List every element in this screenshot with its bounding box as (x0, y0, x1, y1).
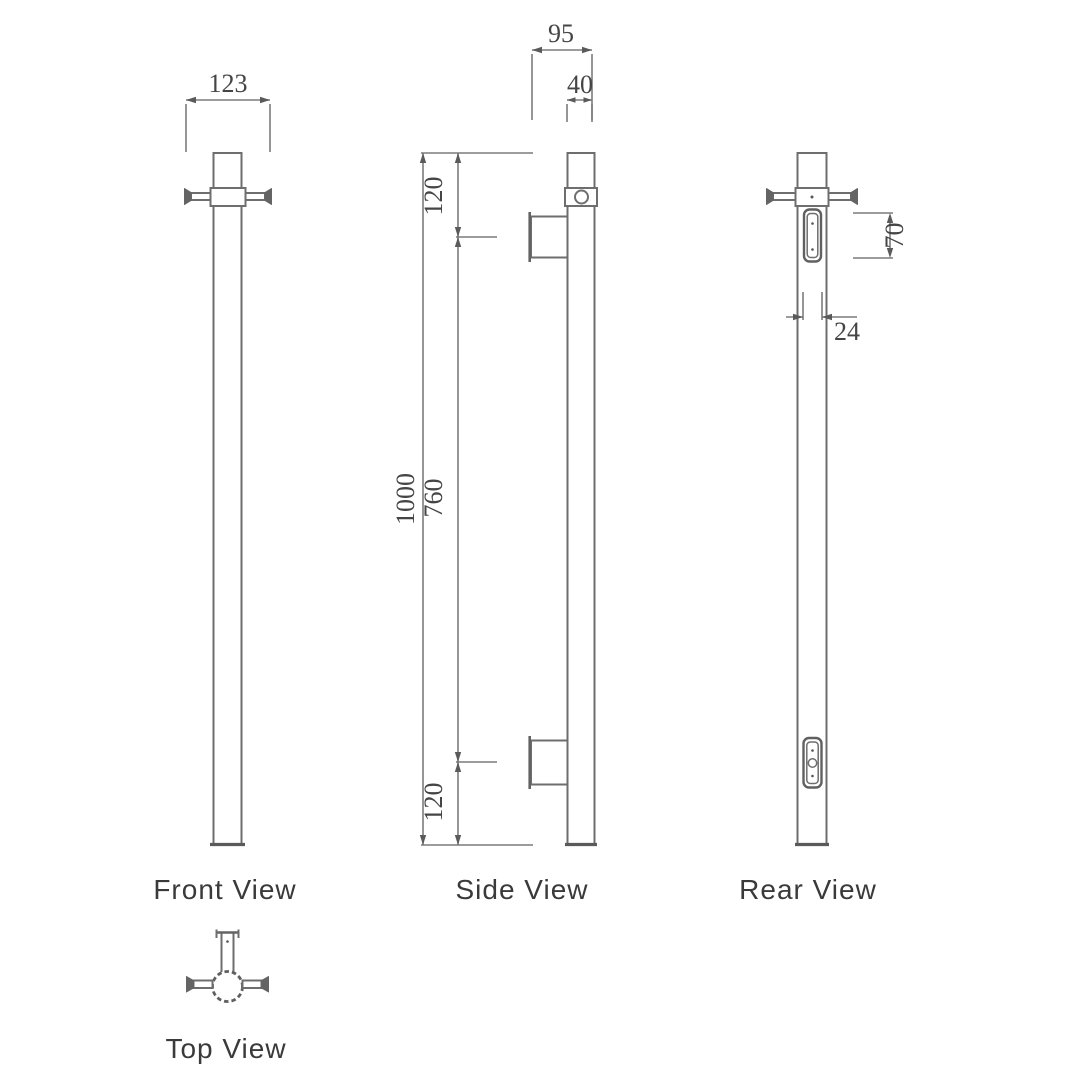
rear-view-label: Rear View (739, 874, 877, 905)
front-pin-left (190, 192, 213, 201)
arrow-down-icon (454, 752, 462, 762)
top-bracket-screw-dot (226, 940, 229, 943)
top-pin-right (241, 979, 263, 989)
side-dimension-overall-depth: 95 (531, 19, 593, 120)
rear-mount-plate-bottom (802, 736, 823, 789)
front-pin-cap-left (184, 188, 192, 205)
rear-plate-height-value: 70 (880, 223, 909, 249)
side-bar-depth-value: 40 (567, 70, 593, 99)
arrow-left-icon (532, 46, 542, 54)
top-view: Top View (165, 929, 286, 1064)
front-bar-column (212, 152, 243, 845)
rear-collar-screw-dot (810, 195, 814, 199)
side-dimension-bar-depth: 40 (566, 70, 593, 122)
front-crossbar-collar (209, 187, 247, 207)
side-view: 95 40 1000 (391, 19, 598, 905)
rear-plate-width-value: 24 (834, 317, 860, 346)
rear-pin-cap-right (850, 188, 858, 205)
arrow-right-icon (793, 313, 803, 321)
front-dimension-overall-width: 123 (185, 69, 271, 152)
front-pin-right (243, 192, 266, 201)
rear-view: 70 24 Rear View (739, 152, 909, 905)
side-top-offset-value: 120 (419, 177, 448, 216)
rear-pin-cap-left (766, 188, 774, 205)
arrow-left-icon (186, 96, 196, 104)
front-pin-cap-right (264, 188, 272, 205)
front-view-label: Front View (153, 874, 296, 905)
arrow-up-icon (454, 153, 462, 163)
side-view-label: Side View (455, 874, 588, 905)
arrow-up-icon (419, 153, 427, 163)
plate-screw-dot (811, 248, 814, 251)
arrow-down-icon (886, 248, 894, 258)
arrow-right-icon (583, 97, 592, 103)
side-dimension-heights: 1000 120 760 120 (391, 152, 533, 846)
front-view: 123 Front View (153, 69, 296, 905)
plate-screw-dot (811, 222, 814, 225)
arrow-down-icon (454, 835, 462, 845)
side-overall-height-value: 1000 (391, 473, 420, 525)
arrow-right-icon (582, 46, 592, 54)
side-bracket-bottom (530, 739, 569, 786)
side-bracket-spacing-value: 760 (419, 479, 448, 518)
arrow-down-icon (454, 227, 462, 237)
top-view-label: Top View (165, 1033, 286, 1064)
side-crossbar-collar (564, 187, 598, 207)
side-screw-hole (574, 189, 589, 205)
rear-pin-left (772, 192, 799, 201)
rear-mount-plate-top (802, 208, 823, 263)
front-width-value: 123 (209, 69, 248, 98)
rear-pin-right (825, 192, 852, 201)
rear-dimension-plate-height: 70 (853, 212, 909, 259)
arrow-up-icon (454, 237, 462, 247)
side-bottom-offset-value: 120 (419, 783, 448, 822)
arrow-up-icon (886, 213, 894, 223)
arrow-left-icon (822, 313, 832, 321)
cable-entry-hole (807, 758, 818, 768)
top-pin-left (192, 979, 214, 989)
plate-screw-dot (811, 749, 814, 752)
rear-bar-column (796, 152, 828, 845)
rear-dimension-plate-width: 24 (786, 292, 860, 346)
side-bracket-top (530, 215, 569, 259)
plate-screw-dot (811, 774, 814, 778)
arrow-down-icon (419, 835, 427, 845)
top-pin-cap-left (186, 976, 194, 993)
side-depth-value: 95 (548, 19, 574, 48)
arrow-right-icon (260, 96, 270, 104)
arrow-left-icon (567, 97, 576, 103)
top-pin-cap-right (261, 976, 269, 993)
arrow-up-icon (454, 762, 462, 772)
side-bar-column (566, 152, 596, 845)
top-bar-section (211, 970, 244, 1003)
